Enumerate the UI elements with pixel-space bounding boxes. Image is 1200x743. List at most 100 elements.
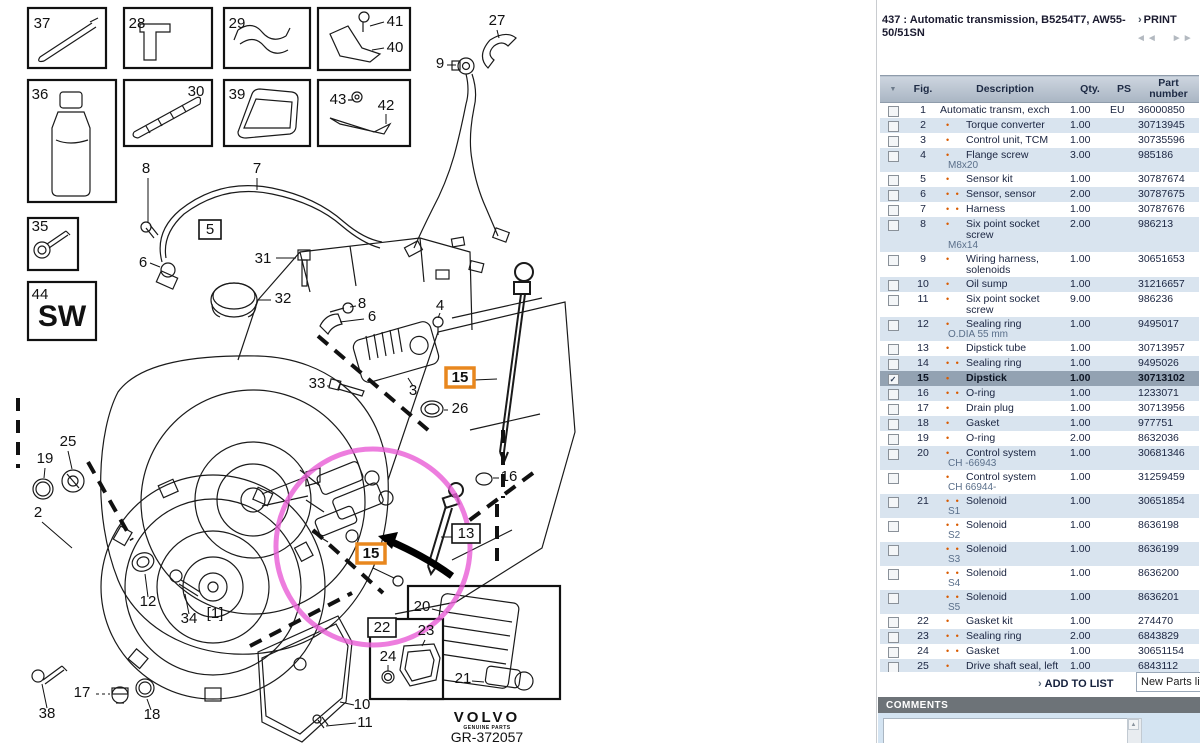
ps-cell xyxy=(1110,371,1138,386)
comments-textarea[interactable] xyxy=(883,718,1128,743)
inset-part-boxes xyxy=(26,6,412,342)
scroll-up-button[interactable]: ▲ xyxy=(1128,719,1139,730)
row-checkbox[interactable] xyxy=(887,433,899,445)
row-checkbox[interactable] xyxy=(887,105,899,117)
row-checkbox[interactable] xyxy=(887,174,899,186)
row-checkbox[interactable] xyxy=(887,616,899,628)
row-checkbox[interactable] xyxy=(887,189,899,201)
level-dots-icon: • xyxy=(946,318,952,329)
part-number-cell: 8636201 xyxy=(1138,590,1199,614)
qty-cell: 1.00 xyxy=(1070,416,1110,431)
row-checkbox[interactable] xyxy=(887,319,899,331)
row-checkbox[interactable] xyxy=(887,544,899,556)
row-checkbox[interactable] xyxy=(887,343,899,355)
part-number-label-8: 8 xyxy=(142,160,150,177)
row-checkbox[interactable] xyxy=(887,520,899,532)
row-checkbox[interactable] xyxy=(887,388,899,400)
row-checkbox[interactable] xyxy=(887,496,899,508)
row-checkbox[interactable] xyxy=(887,254,899,266)
print-button[interactable]: ›PRINT xyxy=(1138,14,1177,26)
column-header-qty[interactable]: Qty. xyxy=(1070,75,1110,103)
sub-spec: S4 xyxy=(948,577,961,589)
row-checkbox[interactable] xyxy=(887,204,899,216)
seal-25 xyxy=(61,469,85,493)
comments-scrollbar[interactable]: ▲ ▼ xyxy=(1127,718,1142,743)
add-to-list-button[interactable]: ›ADD TO LIST xyxy=(1038,678,1114,690)
row-checkbox[interactable] xyxy=(887,150,899,162)
row-checkbox[interactable] xyxy=(887,568,899,580)
parts-table: ▼ Fig. Description Qty. PS Part number 1… xyxy=(880,75,1199,672)
next-page-button[interactable]: ►► xyxy=(1171,33,1194,44)
row-checkbox[interactable] xyxy=(887,472,899,484)
row-checkbox[interactable] xyxy=(887,358,899,370)
column-header-ps[interactable]: PS xyxy=(1110,75,1138,103)
row-checkbox[interactable]: ✓ xyxy=(887,373,899,385)
row-select-cell xyxy=(880,614,906,629)
row-checkbox[interactable] xyxy=(887,120,899,132)
row-checkbox[interactable] xyxy=(887,403,899,415)
row-checkbox[interactable] xyxy=(887,448,899,460)
row-checkbox[interactable] xyxy=(887,646,899,658)
fig-cell: 8 xyxy=(906,217,940,252)
row-checkbox[interactable] xyxy=(887,631,899,643)
prev-page-button[interactable]: ◄◄ xyxy=(1136,33,1158,44)
qty-cell: 1.00 xyxy=(1070,386,1110,401)
column-header-description[interactable]: Description xyxy=(940,75,1070,103)
row-checkbox[interactable] xyxy=(887,294,899,306)
row-checkbox[interactable] xyxy=(887,418,899,430)
qty-cell: 1.00 xyxy=(1070,659,1110,672)
column-header-part[interactable]: Part number xyxy=(1138,75,1199,103)
column-header-fig[interactable]: Fig. xyxy=(906,75,940,103)
part-number-label-11: 11 xyxy=(357,714,373,731)
oring-19 xyxy=(32,478,54,500)
row-checkbox[interactable] xyxy=(887,661,899,672)
pager: ◄◄ ►► xyxy=(1136,33,1200,44)
row-checkbox[interactable] xyxy=(887,135,899,147)
row-select-cell xyxy=(880,292,906,317)
parts-list-select[interactable]: New Parts lis xyxy=(1136,672,1200,692)
part-number-label-22: 22 xyxy=(374,619,391,636)
qty-cell: 1.00 xyxy=(1070,614,1091,627)
ps-cell xyxy=(1110,431,1138,446)
column-header-select[interactable]: ▼ xyxy=(880,75,906,103)
oring-16 xyxy=(475,472,493,486)
row-checkbox[interactable] xyxy=(887,219,899,231)
dashed-guides xyxy=(16,334,535,648)
row-checkbox[interactable] xyxy=(887,279,899,291)
ps-cell xyxy=(1110,356,1138,371)
row-checkbox[interactable] xyxy=(887,592,899,604)
ps-cell xyxy=(1110,172,1138,187)
